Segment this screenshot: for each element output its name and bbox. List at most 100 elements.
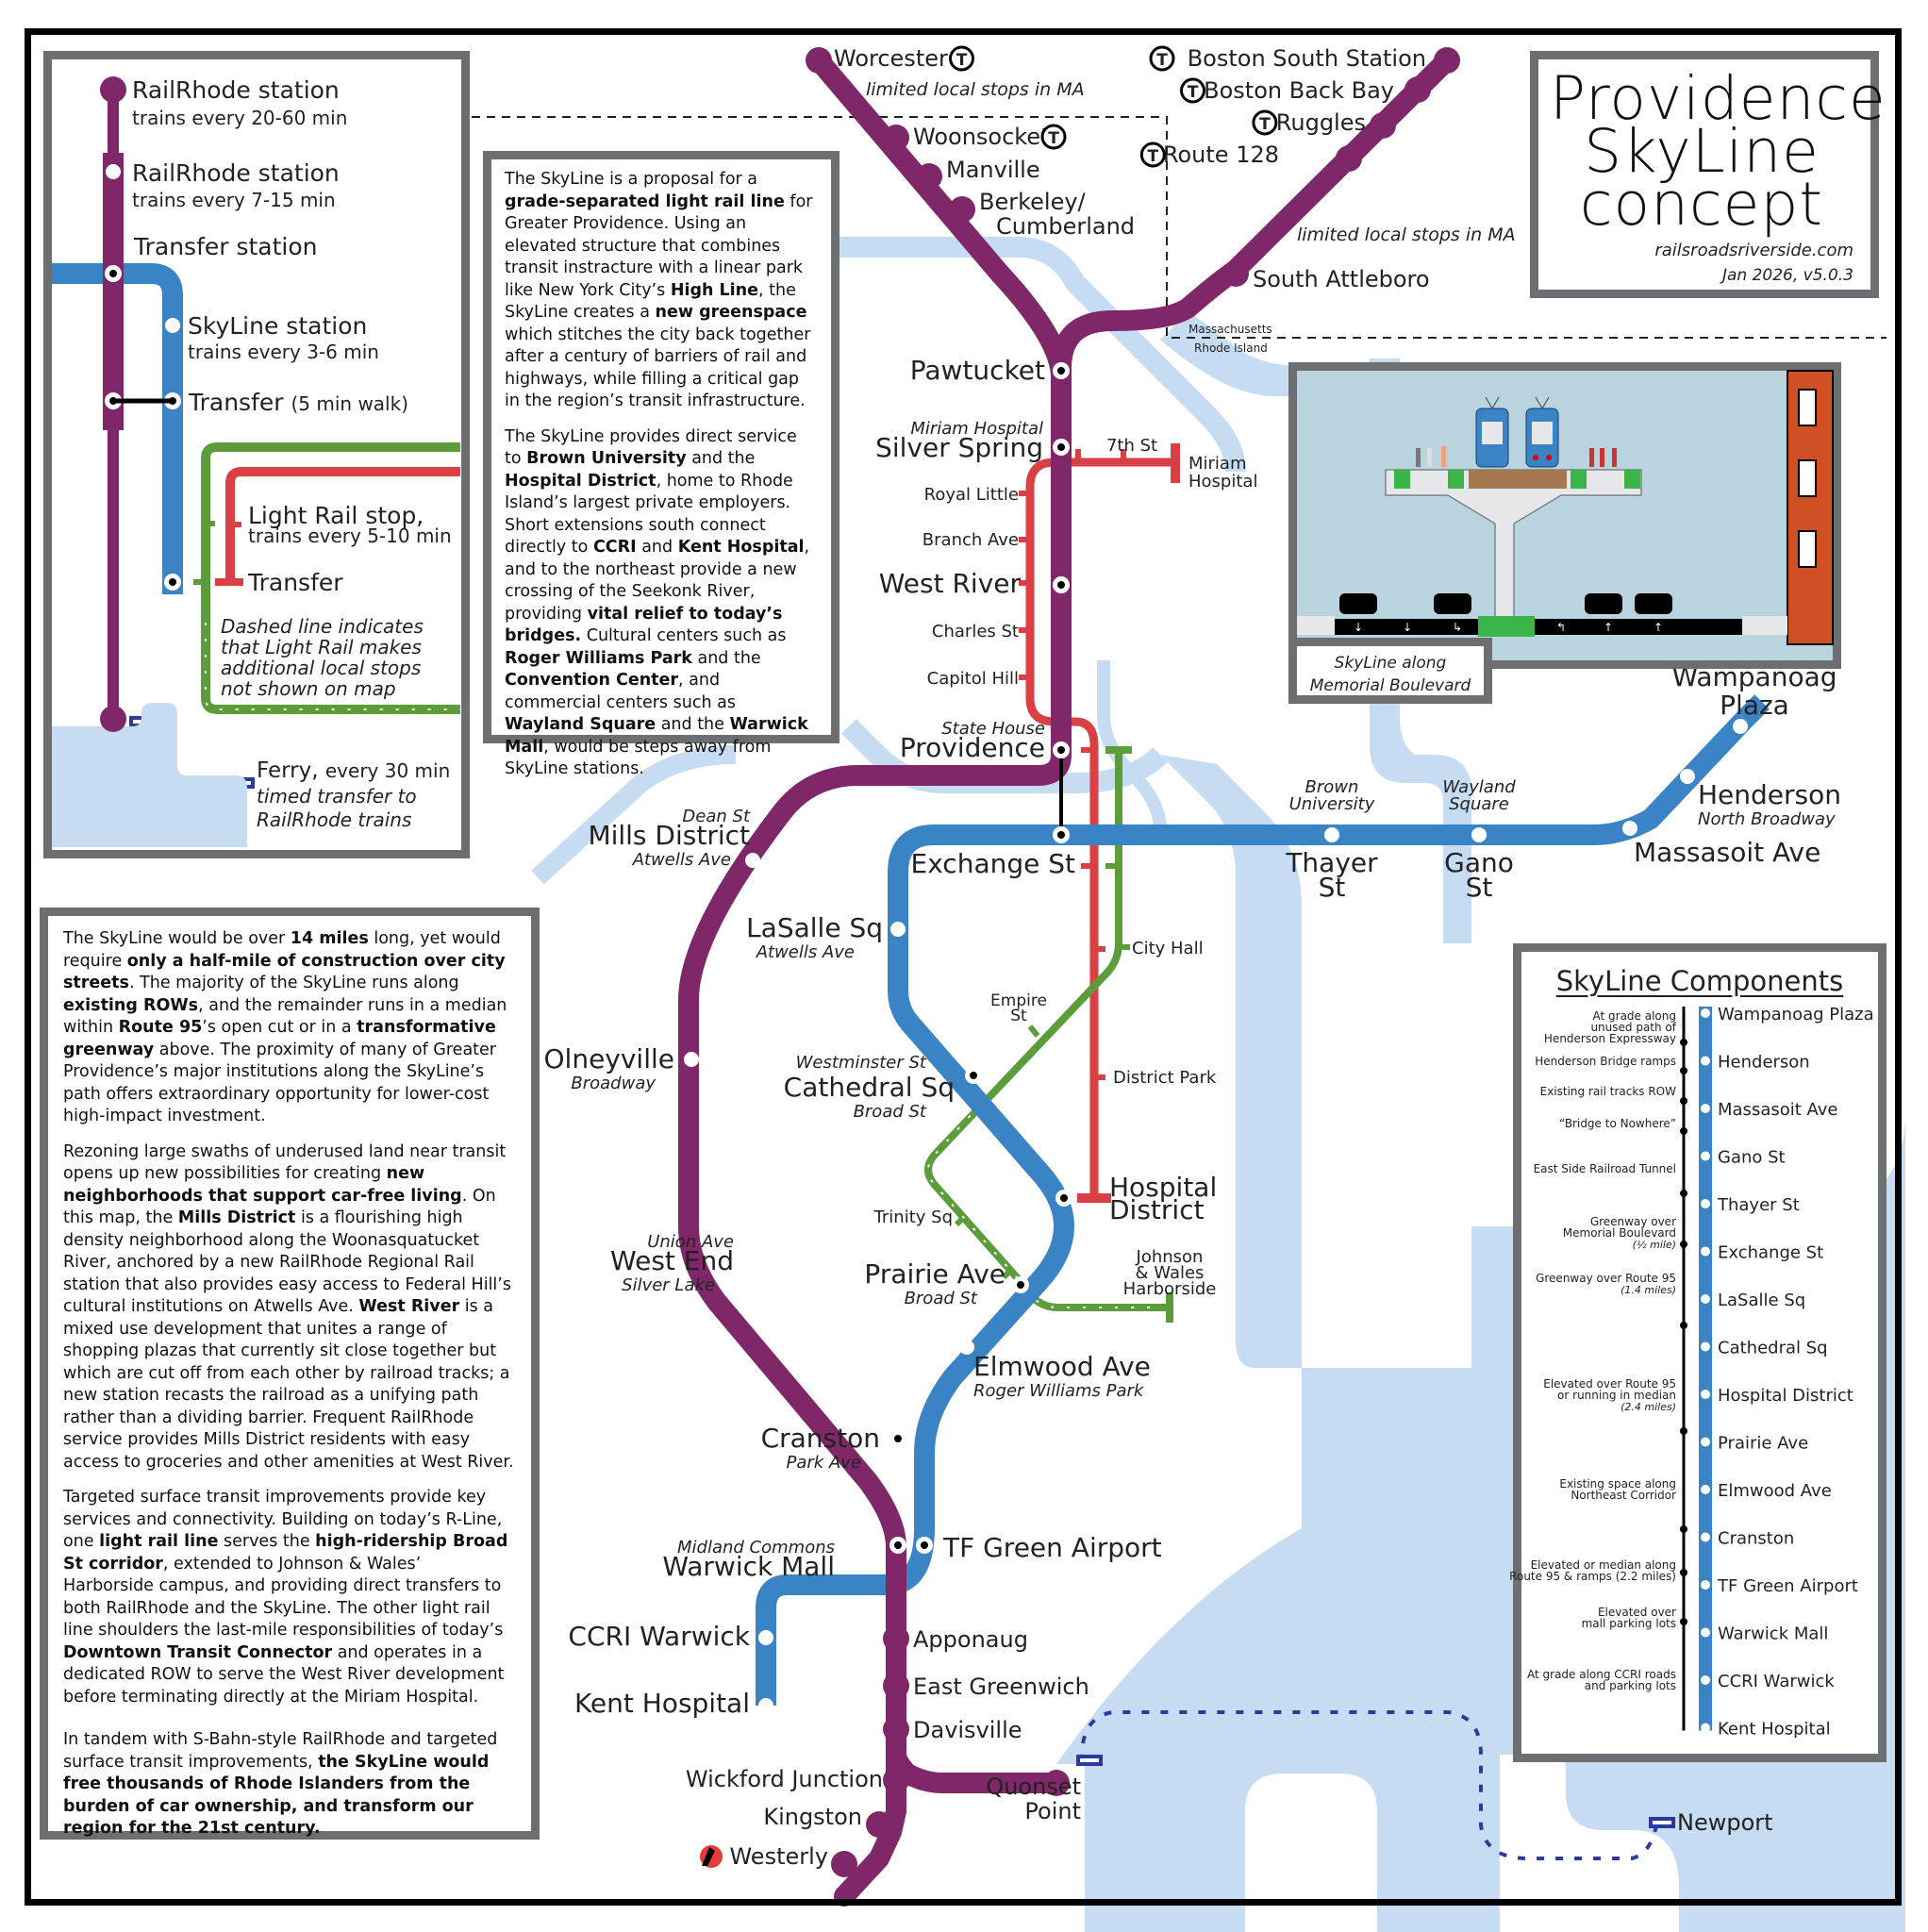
- components-station-dot: [1701, 1199, 1710, 1208]
- legend-transfer-dot-inner: [109, 270, 117, 277]
- components-station-label: CCRI Warwick: [1718, 1672, 1835, 1691]
- railrhode-station-label: Silver Spring: [875, 432, 1043, 463]
- legend-ferry-label: Ferry,: [257, 758, 319, 783]
- components-station-label: Kent Hospital: [1718, 1720, 1831, 1740]
- emphasis-text: light rail line: [99, 1532, 219, 1551]
- building-window: [1798, 459, 1817, 497]
- legend-walk-dot-b-inner: [169, 397, 176, 405]
- railrhode-station-dot[interactable]: [806, 47, 832, 74]
- legend-dashed-note-2: that Light Rail makes: [221, 636, 422, 658]
- red-stop-label: Charles St: [932, 622, 1019, 641]
- legend-red-line: [225, 467, 460, 582]
- components-station-dot: [1701, 1008, 1710, 1018]
- skyline-station-dot[interactable]: [1622, 821, 1637, 836]
- railrhode-station-label: Worcester: [834, 45, 948, 72]
- emphasis-text: Wayland Square: [505, 715, 657, 734]
- skyline-station-label: TF Green Airport: [942, 1532, 1162, 1563]
- components-station-dot: [1701, 1580, 1710, 1590]
- skyline-station-dot[interactable]: [1471, 827, 1487, 842]
- website-link[interactable]: railsroadsriverside.com: [1654, 241, 1853, 260]
- station-sublabel: Broad St: [905, 1289, 978, 1308]
- railrhode-station-dot[interactable]: [1222, 260, 1249, 287]
- text-run: . On this map, the: [63, 1186, 496, 1228]
- legend-light-rail-stop-sub: trains every 5-10 min: [248, 525, 452, 547]
- railrhode-station-dot[interactable]: [831, 1851, 857, 1877]
- station-sublabel: Brown: [1305, 777, 1359, 797]
- railrhode-station-dot[interactable]: [883, 1767, 909, 1793]
- components-skyline-bar: [1699, 1007, 1712, 1731]
- railrhode-station-dot[interactable]: [883, 125, 909, 151]
- transfer-station-core: [894, 1541, 902, 1549]
- skyline-station-dot[interactable]: [1680, 769, 1695, 784]
- station-sublabel: Dean St: [682, 807, 751, 826]
- railrhode-station-dot[interactable]: [684, 1052, 699, 1067]
- components-station-label: Thayer St: [1717, 1195, 1800, 1215]
- red-stop-label: 7th St: [1106, 436, 1157, 456]
- components-segment-label: “Bridge to Nowhere”: [1559, 1117, 1676, 1130]
- text-run: serves the: [218, 1532, 316, 1551]
- skyline-station-label: Hospital: [1109, 1172, 1217, 1203]
- lane-arrow: ↳: [1453, 621, 1462, 634]
- text-run: and the: [686, 449, 756, 468]
- lane-arrow: ↓: [1403, 621, 1412, 634]
- emphasis-text: High Line: [670, 280, 759, 300]
- text-run: The SkyLine provides direct service to: [505, 426, 797, 469]
- railrhode-station-dot[interactable]: [1043, 1770, 1070, 1796]
- railrhode-station-dot[interactable]: [949, 196, 975, 223]
- railrhode-station-label: Route 128: [1163, 142, 1279, 168]
- railrhode-station-dot[interactable]: [1434, 47, 1460, 74]
- version-date: Jan 2026, v5.0.3: [1722, 266, 1853, 285]
- railrhode-station-dot[interactable]: [883, 1673, 909, 1699]
- text-run: In tandem with S-Bahn-style RailRhode an…: [63, 1730, 498, 1772]
- text-run: and operates in a dedicated ROW to serve…: [63, 1642, 505, 1707]
- railrhode-station-dot[interactable]: [747, 1238, 762, 1253]
- railrhode-station-dot[interactable]: [745, 853, 760, 868]
- legend-transfer-walk-sub: (5 min walk): [291, 392, 408, 415]
- station-sublabel: Broadway: [571, 1074, 656, 1093]
- station-sublabel: State House: [941, 719, 1045, 739]
- planter: [1448, 470, 1464, 489]
- components-segment-label: Existing space along: [1559, 1477, 1676, 1491]
- railrhode-station-dot[interactable]: [883, 1716, 909, 1742]
- skyline-station-dot[interactable]: [758, 1698, 773, 1713]
- components-station-label: Gano St: [1718, 1148, 1786, 1168]
- emphasis-text: Brown University: [526, 449, 687, 468]
- title-box: Providence SkyLine concept railsroadsriv…: [1530, 51, 1886, 298]
- components-station-label: Henderson: [1718, 1053, 1810, 1073]
- components-segment-break: [1680, 1427, 1687, 1435]
- components-station-dot: [1701, 1532, 1710, 1542]
- station-sublabel: Atwells Ave: [632, 850, 731, 870]
- mbta-t-icon-glyph: T: [1048, 129, 1059, 148]
- skyline-station-dot[interactable]: [1733, 719, 1748, 734]
- emphasis-text: West River: [358, 1297, 460, 1316]
- components-station-label: LaSalle Sq: [1718, 1291, 1805, 1310]
- planter: [1624, 470, 1640, 489]
- components-segment-break: [1680, 1039, 1687, 1046]
- planter: [1394, 470, 1410, 489]
- railrhode-station-dot[interactable]: [1336, 145, 1362, 172]
- emphasis-text: transformative greenway: [63, 1018, 496, 1059]
- railrhode-station-dot[interactable]: [1404, 76, 1431, 103]
- railrhode-station-dot[interactable]: [883, 1625, 909, 1652]
- green-stop-label: & Wales: [1136, 1263, 1205, 1283]
- skyline-station-dot[interactable]: [1324, 827, 1339, 842]
- legend-railrhode-infrequent-sub: trains every 20-60 min: [132, 107, 347, 129]
- trackbed: [1469, 470, 1567, 489]
- components-station-dot: [1701, 1294, 1710, 1304]
- sidewalk-left: [1297, 616, 1335, 635]
- skyline-station-dot[interactable]: [959, 1340, 974, 1355]
- text-run: long, yet would require: [63, 929, 501, 971]
- lane-arrows: ↓ ↓ ↳ ↰ ↑ ↑: [1354, 621, 1663, 634]
- components-station-dot: [1701, 1104, 1710, 1113]
- skyline-station-dot[interactable]: [758, 1630, 773, 1645]
- railrhode-station-dot[interactable]: [866, 1811, 892, 1838]
- red-stop-label: Miriam: [1188, 454, 1247, 474]
- railrhode-station-dot[interactable]: [916, 163, 942, 190]
- station-sublabel: Broad St: [854, 1102, 927, 1122]
- skyline-station-label: CCRI Warwick: [568, 1621, 750, 1652]
- railrhode-station-dot[interactable]: [1370, 112, 1396, 139]
- emphasis-text: vital relief to today’s bridges.: [505, 604, 783, 646]
- components-segment-break: [1680, 1241, 1687, 1248]
- skyline-station-dot[interactable]: [890, 922, 906, 937]
- components-station-label: Massasoit Ave: [1718, 1100, 1838, 1120]
